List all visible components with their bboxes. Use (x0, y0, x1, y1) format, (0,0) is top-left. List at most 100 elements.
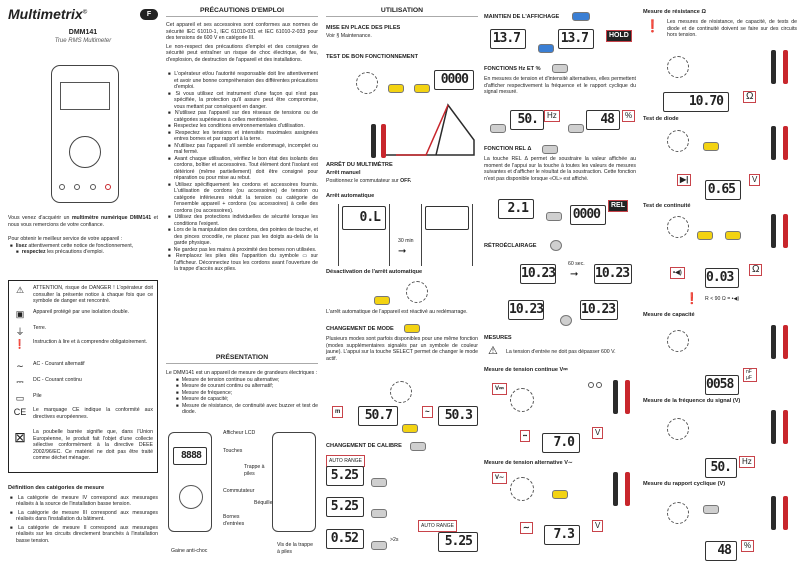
ce-mark-icon: CE (13, 407, 27, 417)
range-button-icon (410, 442, 426, 451)
rotary-switch-icon (667, 330, 689, 352)
select-button-icon (703, 142, 719, 151)
red-lead (783, 410, 788, 444)
select-button-icon (404, 324, 420, 333)
hz-percent-button-icon (568, 124, 584, 133)
input-jack (74, 184, 80, 190)
select-button-icon (414, 84, 430, 93)
crossed-bin-icon: ⊠ (14, 429, 26, 445)
diode-icon: ▶| (677, 174, 692, 186)
hz-percent-button-icon (703, 505, 719, 514)
warning-icon: ⚠ (15, 285, 25, 295)
presentation-figure: 8888 Afficheur LCD Touches Commutateur B… (166, 430, 318, 565)
rotary-switch-icon (667, 216, 689, 238)
backlight-button-icon (560, 315, 572, 326)
meter-off (421, 204, 473, 266)
lcd-screen (60, 82, 110, 110)
rotary-switch-icon (406, 281, 428, 303)
select-button-icon (552, 490, 568, 499)
black-lead (371, 124, 376, 158)
intro-text: Vous venez d'acquérir un multimètre numé… (8, 215, 158, 228)
rotary-switch-icon (390, 381, 412, 403)
rotary-switch-icon (667, 130, 689, 152)
model-subtitle: True RMS Multimeter (54, 38, 112, 44)
instruction-icon: ❗ (685, 293, 699, 305)
section-title: PRÉSENTATION (166, 354, 318, 364)
arrow-right-icon: ➞ (398, 246, 407, 257)
red-lead (783, 214, 788, 248)
red-lead (783, 325, 788, 359)
back-view (272, 432, 316, 532)
rotary-switch (179, 485, 203, 509)
input-jack (105, 184, 111, 190)
black-lead (771, 496, 776, 530)
instruction-icon: ❗ (14, 339, 26, 349)
black-lead (771, 50, 776, 84)
input-jack (596, 382, 602, 388)
range-button-icon (371, 541, 387, 550)
dc-voltage-position-icon: V⎓ (492, 383, 507, 395)
rel-button-icon (542, 145, 558, 154)
hz-percent-button-icon (552, 64, 568, 73)
red-lead (783, 496, 788, 530)
black-lead (613, 472, 618, 506)
section-title: PRÉCAUTIONS D'EMPLOI (166, 7, 318, 17)
rotary-switch-icon (356, 72, 378, 94)
rotary-switch-icon (667, 56, 689, 78)
hold-button-icon (572, 12, 590, 21)
battery-icon: ▭ (15, 393, 25, 403)
buzzer-icon: •◀) (670, 267, 685, 279)
language-badge: F (140, 9, 158, 20)
select-button-icon (697, 231, 713, 240)
backlight-button-icon (550, 240, 562, 251)
black-lead (771, 410, 776, 444)
rotary-switch-icon (667, 502, 689, 524)
rotary-switch (69, 136, 101, 168)
section-title: UTILISATION (326, 7, 478, 17)
select-button-icon (388, 84, 404, 93)
rotary-switch-icon (510, 477, 534, 501)
select-button-icon (374, 296, 390, 305)
double-insulation-icon: ▣ (15, 309, 25, 319)
range-button-icon (371, 509, 387, 518)
input-jack (588, 382, 594, 388)
red-lead (625, 472, 630, 506)
test-leads-shorted (386, 103, 475, 156)
dc-voltage-icon: V⎓ (559, 367, 568, 373)
model-title: DMM141 (68, 29, 98, 36)
ac-voltage-icon: V∼ (564, 460, 573, 466)
symbol-row: ⚠ATTENTION, risque de DANGER ! L'opérate… (9, 285, 157, 305)
column-precautions: PRÉCAUTIONS D'EMPLOI Cet appareil et ses… (166, 0, 318, 555)
rotary-switch-icon (667, 418, 689, 440)
black-lead (613, 380, 618, 414)
instruction-icon: ❗ (645, 19, 660, 33)
black-lead (771, 126, 776, 160)
brand-mark: © (82, 9, 88, 16)
multimeter-illustration (51, 65, 119, 203)
hz-percent-button-icon (490, 124, 506, 133)
range-button-icon (371, 478, 387, 487)
ac-voltage-position-icon: V∼ (492, 472, 508, 484)
rotary-switch-icon (510, 388, 534, 412)
front-view: 8888 (168, 432, 212, 532)
dc-icon: ⎓ (16, 377, 24, 387)
intro-advice: Pour obtenir le meilleur service de votr… (8, 236, 158, 256)
hold-button-icon (538, 44, 554, 53)
earth-icon: ⏚ (15, 327, 25, 337)
select-button-icon (402, 424, 418, 433)
arrow-right-icon: ➞ (570, 269, 579, 280)
meter-on: 0.L (338, 204, 390, 266)
black-lead (771, 325, 776, 359)
ac-icon: ∼ (16, 361, 24, 371)
brand-logo: Multimetrix© (8, 6, 88, 22)
red-lead (381, 124, 386, 158)
rel-button-icon (546, 212, 562, 221)
red-lead (783, 126, 788, 160)
red-lead (625, 380, 630, 414)
select-button-icon (725, 231, 741, 240)
input-jack (59, 184, 65, 190)
symbols-box: ⚠ATTENTION, risque de DANGER ! L'opérate… (8, 280, 158, 473)
input-jack (90, 184, 96, 190)
categories-section: Définition des catégories de mesure La c… (8, 485, 158, 544)
black-lead (771, 214, 776, 248)
